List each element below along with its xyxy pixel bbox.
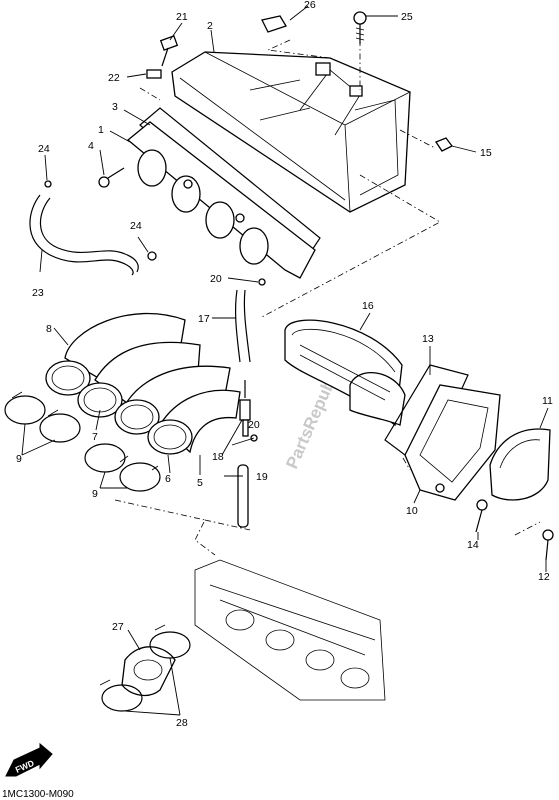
callout-17[interactable]: 17 (198, 313, 210, 325)
hose-17[interactable] (234, 289, 251, 363)
callout-3[interactable]: 3 (112, 101, 118, 113)
callout-20b[interactable]: 20 (248, 419, 260, 431)
cover-11[interactable] (489, 428, 551, 501)
filter-element-16[interactable] (284, 319, 406, 427)
callout-21[interactable]: 21 (176, 11, 188, 23)
cap-dash-lines (402, 457, 541, 536)
joint-plate-1[interactable] (126, 121, 316, 279)
callout-25[interactable]: 25 (401, 11, 413, 23)
clip-20-upper[interactable] (258, 278, 266, 286)
callout-22[interactable]: 22 (108, 72, 120, 84)
callout-19[interactable]: 19 (256, 471, 268, 483)
callout-28[interactable]: 28 (176, 717, 188, 729)
hose-19[interactable] (237, 464, 249, 528)
case-dash-lines (139, 39, 441, 319)
callout-9a[interactable]: 9 (16, 453, 22, 465)
callout-14[interactable]: 14 (467, 539, 479, 551)
callout-23[interactable]: 23 (32, 287, 44, 299)
intake-joints-8[interactable] (45, 312, 241, 455)
callout-6[interactable]: 6 (165, 473, 171, 485)
callout-8[interactable]: 8 (46, 323, 52, 335)
screw-4[interactable] (98, 167, 125, 188)
clamps-9-bottom[interactable] (84, 443, 161, 492)
cap-21[interactable] (159, 35, 179, 67)
callout-11[interactable]: 11 (542, 395, 553, 407)
clip-22[interactable] (146, 69, 162, 79)
cap-10[interactable] (404, 384, 501, 501)
callout-26[interactable]: 26 (304, 0, 316, 11)
fwd-arrow-icon: FWD (5, 742, 53, 777)
diagram-code: 1MC1300-M090 (2, 789, 74, 800)
joint-dash-lines (114, 499, 251, 556)
clamp-28-lower[interactable] (99, 679, 143, 712)
callout-4[interactable]: 4 (88, 140, 94, 152)
clip-24b[interactable] (147, 251, 157, 261)
callout-16[interactable]: 16 (362, 300, 374, 312)
callout-20a[interactable]: 20 (210, 273, 222, 285)
callout-13[interactable]: 13 (422, 333, 434, 345)
callout-9b[interactable]: 9 (92, 488, 98, 500)
clip-24a[interactable] (44, 180, 52, 188)
clamps-9-left[interactable] (4, 391, 81, 443)
joint-18[interactable] (239, 380, 251, 437)
nut-15[interactable] (435, 137, 453, 152)
callout-10[interactable]: 10 (406, 505, 418, 517)
callout-15[interactable]: 15 (480, 147, 492, 159)
callout-24a[interactable]: 24 (38, 143, 50, 155)
callout-1[interactable]: 1 (98, 124, 104, 136)
bolt-25[interactable] (353, 11, 367, 44)
callout-7[interactable]: 7 (92, 431, 98, 443)
screw-14[interactable] (475, 499, 488, 533)
leader-lines (21, 5, 549, 716)
callout-18[interactable]: 18 (212, 451, 224, 463)
callout-2[interactable]: 2 (207, 20, 213, 32)
callout-24b[interactable]: 24 (130, 220, 142, 232)
bracket-26[interactable] (261, 15, 287, 33)
callout-5[interactable]: 5 (197, 477, 203, 489)
joint-27[interactable] (121, 646, 176, 697)
callout-27[interactable]: 27 (112, 621, 124, 633)
hose-23[interactable] (29, 194, 139, 276)
callouts: 21 2 22 3 1 4 24 24 20 23 26 25 15 16 17… (16, 0, 553, 729)
cylinder-head-outline (194, 559, 386, 701)
air-cleaner-case[interactable] (171, 51, 411, 213)
callout-12[interactable]: 12 (538, 571, 550, 583)
screw-12[interactable] (542, 529, 554, 561)
